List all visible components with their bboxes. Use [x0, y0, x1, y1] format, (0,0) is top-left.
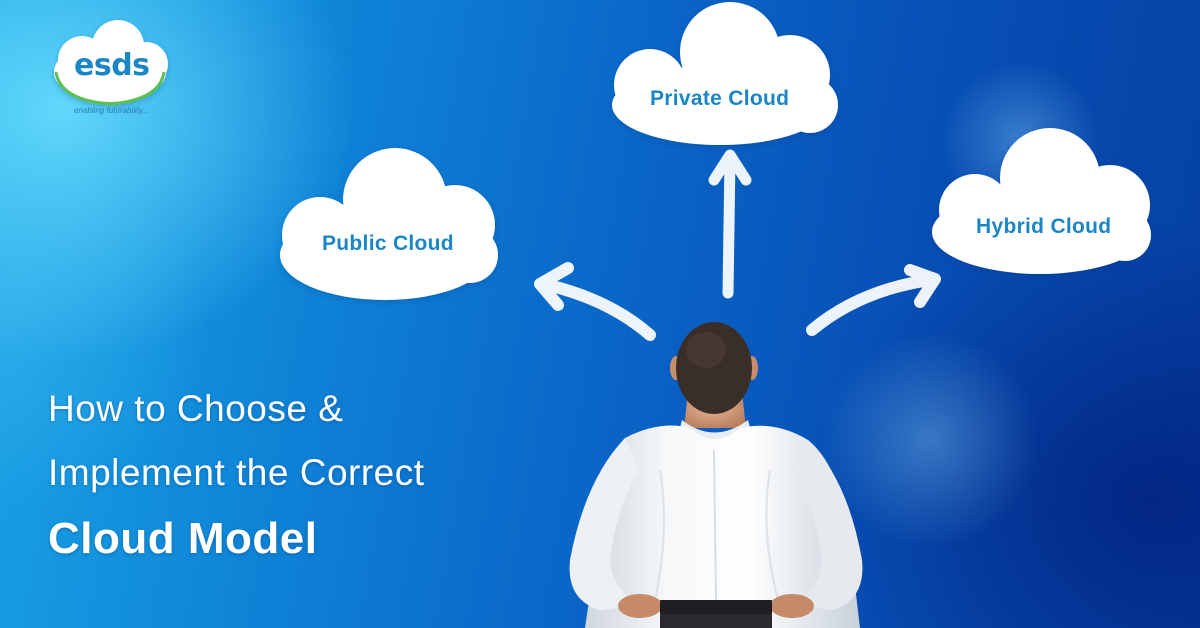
person-hand: [618, 594, 662, 618]
person-hand: [770, 594, 814, 618]
person-arm-left: [569, 438, 640, 610]
public-cloud-label: Public Cloud: [322, 232, 454, 255]
logo-cloud: [54, 20, 168, 106]
person-belt: [660, 600, 772, 614]
arrow-up: [708, 149, 752, 299]
hybrid-cloud-label: Hybrid Cloud: [976, 215, 1112, 238]
headline-line-2: Implement the Correct: [48, 452, 425, 493]
headline-line-3: Cloud Model: [48, 514, 318, 563]
logo-tagline: enabling futurability...: [74, 106, 150, 115]
person-arm-right: [792, 440, 863, 610]
headline-line-1: How to Choose &: [48, 388, 344, 429]
person-figure: [569, 322, 863, 628]
private-cloud-shape: [612, 2, 838, 145]
private-cloud-label: Private Cloud: [650, 87, 790, 110]
logo-wordmark: esds: [74, 48, 150, 83]
arrow-left: [534, 262, 656, 341]
arrow-right: [806, 264, 941, 336]
background-glow: [820, 330, 1040, 550]
person-shirt: [585, 425, 860, 628]
public-cloud-shape: [280, 148, 498, 300]
hybrid-cloud-shape: [932, 128, 1151, 274]
